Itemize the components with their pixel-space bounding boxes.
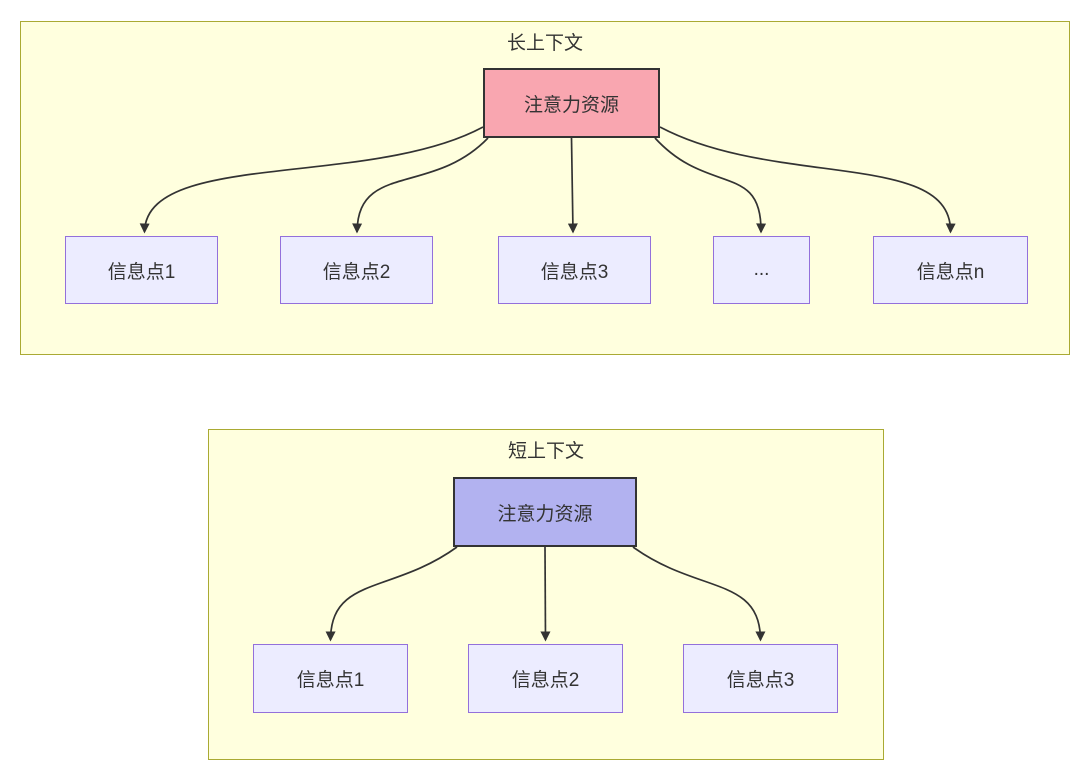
long-info-node-1: 信息点1 — [65, 236, 218, 304]
short-info-label-3: 信息点3 — [726, 670, 795, 691]
short-info-node-1: 信息点1 — [253, 644, 408, 713]
long-info-label-n: 信息点n — [916, 261, 985, 283]
short-info-node-2: 信息点2 — [468, 644, 623, 713]
short-context-title: 短上下文 — [507, 441, 584, 462]
long-info-node-3: 信息点3 — [498, 236, 651, 304]
short-attention-resource-node: 注意力资源 — [453, 477, 637, 547]
long-info-label-3: 信息点3 — [540, 261, 609, 283]
long-info-label-2: 信息点2 — [322, 261, 391, 283]
long-info-node-n: 信息点n — [873, 236, 1028, 304]
long-info-label-1: 信息点1 — [107, 261, 176, 283]
long-info-node-ellipsis: ... — [713, 236, 810, 304]
short-info-node-3: 信息点3 — [683, 644, 838, 713]
long-attention-resource-label: 注意力资源 — [523, 94, 619, 116]
long-info-node-2: 信息点2 — [280, 236, 433, 304]
long-info-label-ellipsis: ... — [753, 259, 770, 280]
short-info-label-2: 信息点2 — [511, 670, 580, 691]
long-attention-resource-node: 注意力资源 — [483, 68, 660, 138]
short-info-label-1: 信息点1 — [296, 670, 365, 691]
short-attention-resource-label: 注意力资源 — [497, 503, 593, 525]
long-context-title: 长上下文 — [506, 33, 583, 54]
